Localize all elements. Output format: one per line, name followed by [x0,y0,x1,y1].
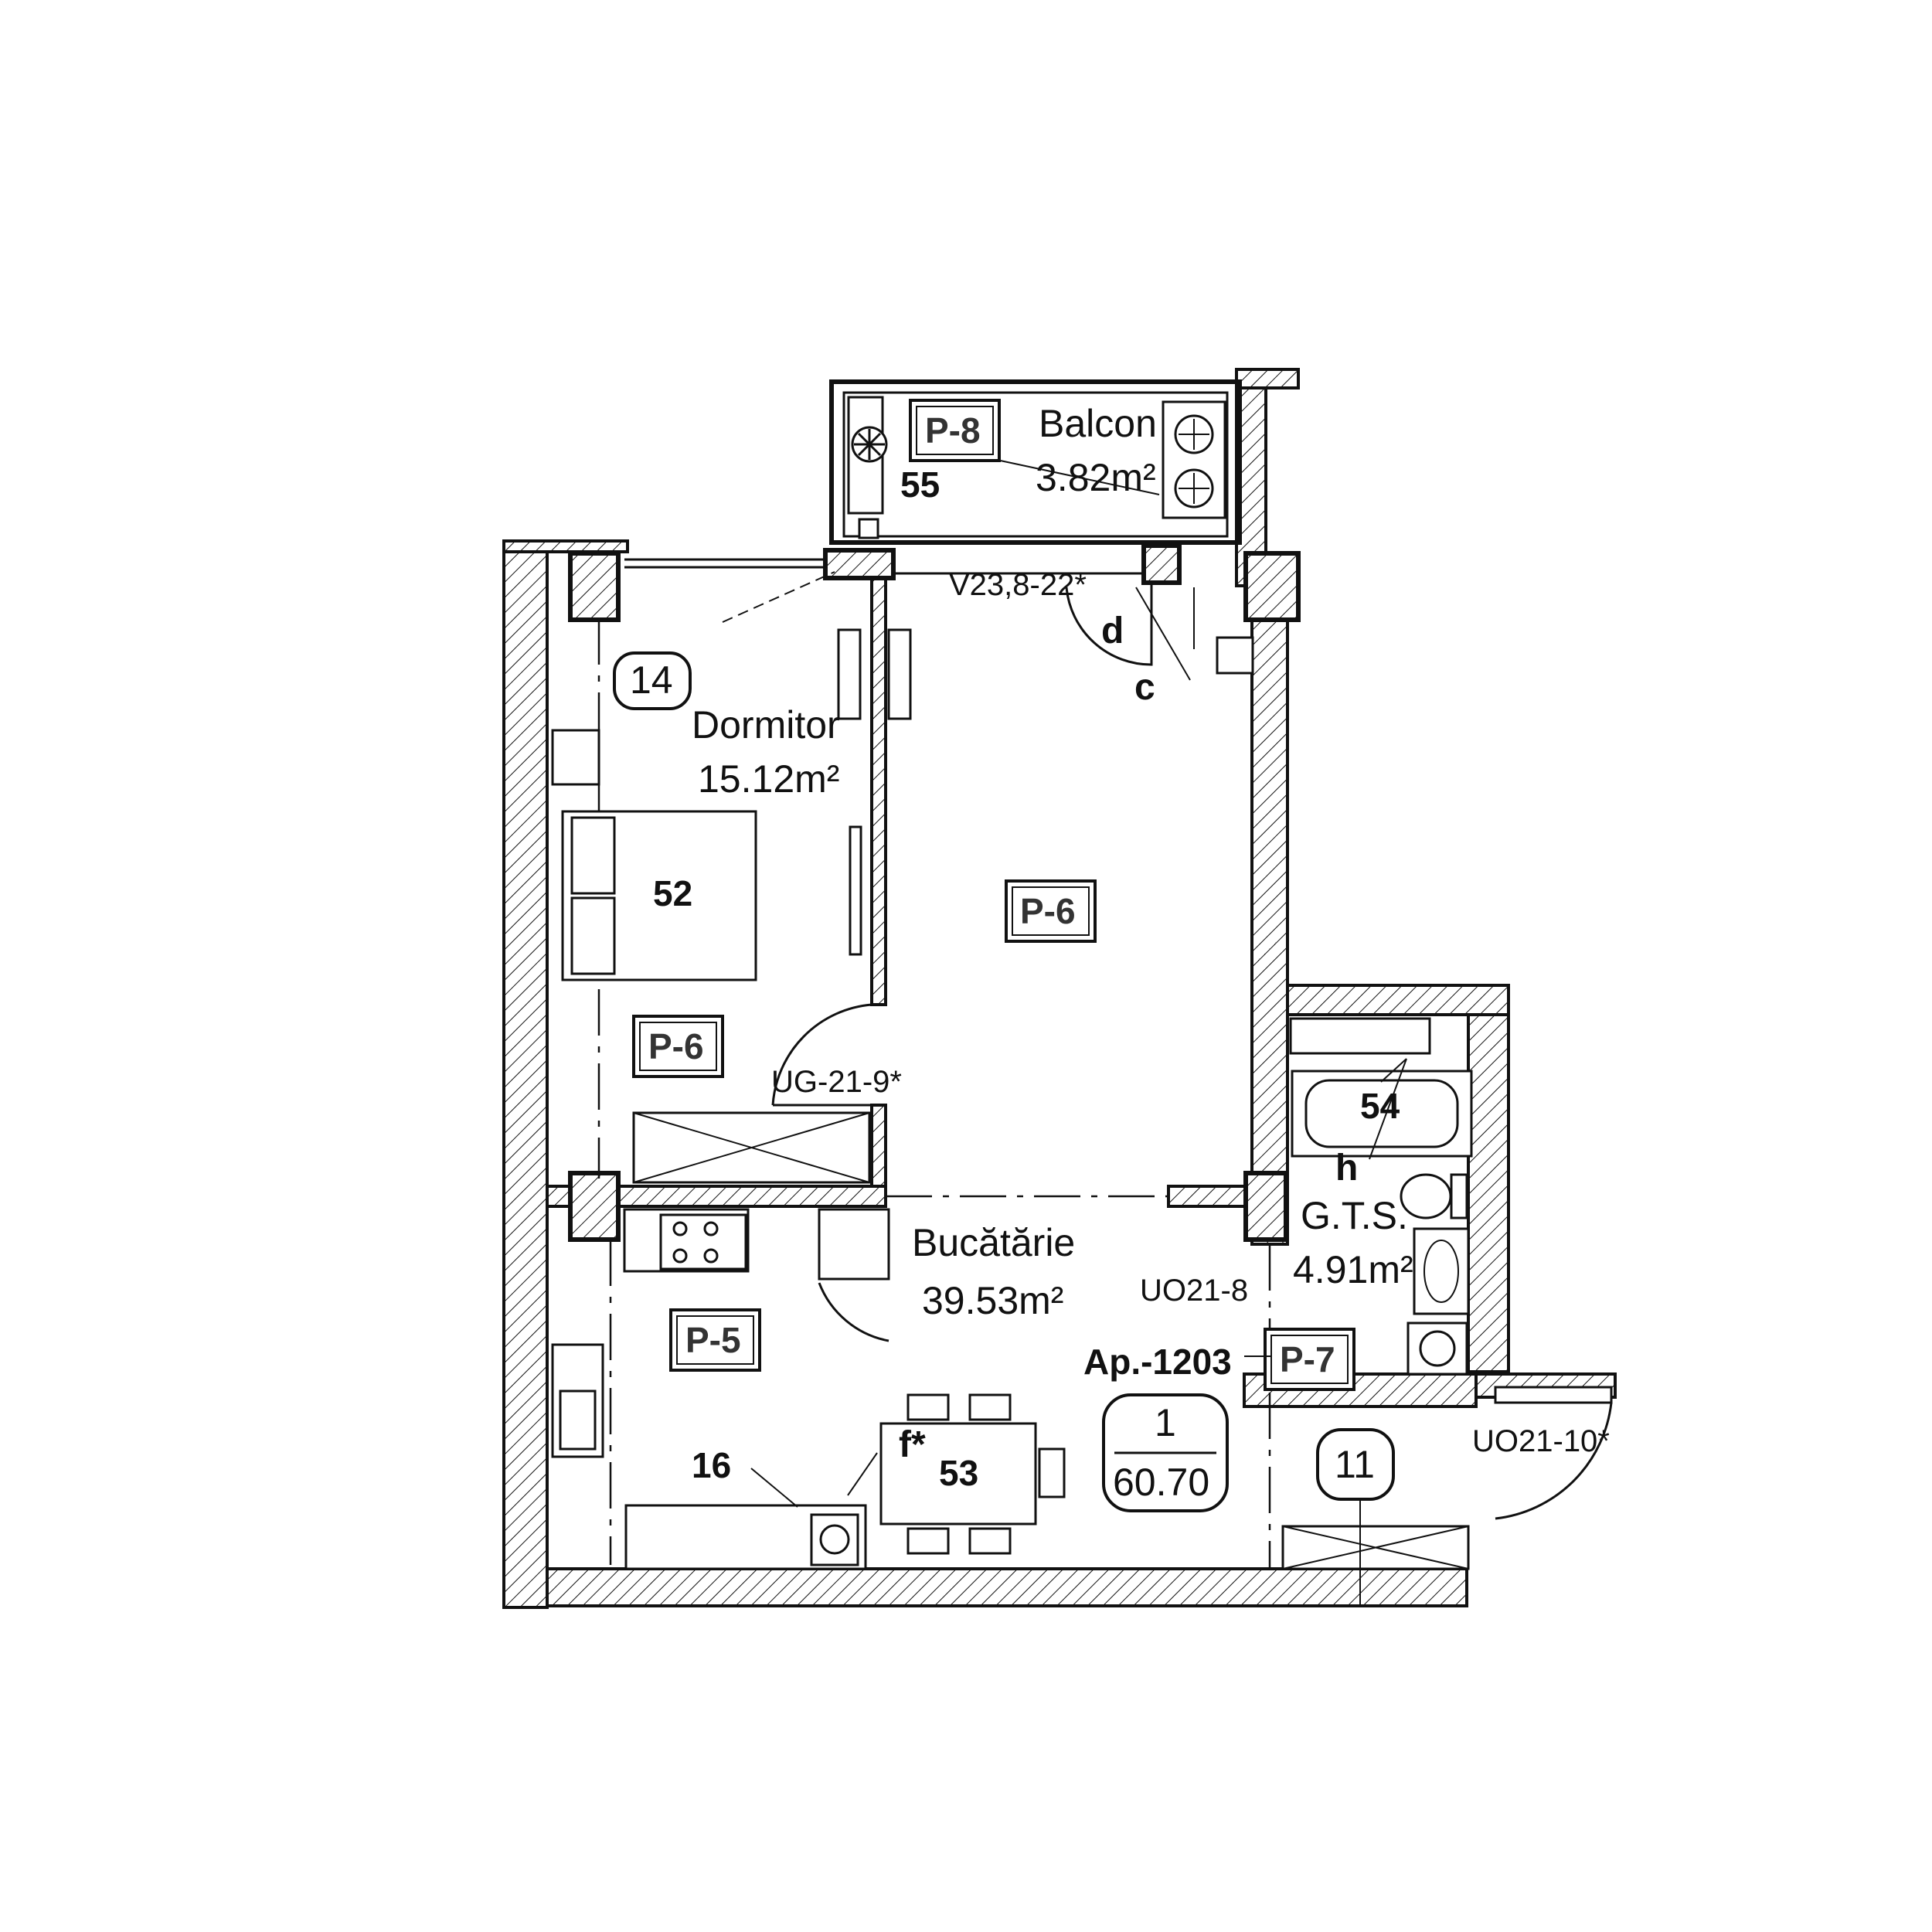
apartment-label: Ap.-1203 [1083,1342,1232,1382]
balcony [829,379,1242,545]
kitchen-furniture [551,1208,1066,1570]
wall-top-bath [1286,984,1510,1016]
column-top-right [1243,551,1301,622]
bathroom-fixtures [1289,1017,1473,1376]
room-name-dormitor: Dormitor [692,703,840,747]
number-55: 55 [900,464,940,505]
walls [502,368,1617,1609]
door-swing-entry [1495,1402,1613,1520]
door-ref-uo21-8: UO21-8 [1140,1274,1248,1308]
room-name-gts: G.T.S. [1301,1194,1408,1237]
balcony-inner [842,391,1229,538]
wall-bedroom-right [870,570,887,1006]
bath-shelf [1289,1017,1431,1055]
wall-top-left [502,539,629,553]
letter-c: c [1134,667,1155,708]
circle-14-label: 14 [630,658,673,702]
door-swing-balcony [1065,583,1153,666]
room-name-balcon: Balcon [1039,402,1157,445]
room-area-dormitor: 15.12m² [698,757,839,801]
tag-p8-box [909,399,1001,462]
balcony-frame [829,379,1242,545]
labels: Balcon 3.82m² Dormitor 15.12m² Bucătărie… [630,402,1610,1504]
stove [659,1213,747,1270]
window-top [624,558,1144,623]
number-53: 53 [939,1453,978,1493]
number-54: 54 [1360,1086,1400,1126]
washer [810,1513,859,1566]
circle-11-label: 11 [1335,1443,1375,1486]
room-name-bucatarie: Bucătărie [912,1221,1075,1264]
summary-top: 1 [1155,1401,1176,1444]
letter-h: h [1335,1148,1358,1189]
wall-bedroom-right-lower [870,1104,887,1192]
dining-table [879,1422,1037,1526]
tag-p6-bedroom-box [632,1015,724,1078]
toilet [1400,1173,1452,1219]
letter-d: d [1101,611,1124,651]
tv-stand [849,825,862,956]
wall-stub-right [1167,1185,1253,1208]
sink-basin [559,1389,597,1451]
door-swing-bedroom [771,1003,872,1106]
fridge [818,1208,890,1281]
wall-right-bath [1467,984,1510,1373]
tag-p7-box [1264,1328,1355,1391]
tag-boxes [613,399,1395,1512]
bedroom-furniture [551,628,912,1184]
tag-p5-box [669,1308,761,1372]
snowflake-lines [854,429,885,460]
door-ref-v23: V23,8-22* [949,568,1087,602]
room-area-balcon: 3.82m² [1036,456,1156,499]
radiator-a [837,628,862,720]
tag-p6-living-box [1005,879,1097,943]
number-52: 52 [653,873,692,913]
pillow-bottom [570,896,616,975]
pillow-top [570,816,616,895]
wall-left [502,539,549,1609]
column-top-mid [823,548,896,580]
column-mid-right [1243,1171,1288,1242]
wall-right-living [1250,563,1289,1246]
tag-p7: P-7 [1280,1339,1335,1379]
tag-p6-living: P-6 [1020,891,1076,931]
switch-box [1216,636,1254,675]
entry-door [1281,1386,1613,1606]
radiator-b [887,628,912,720]
tag-p6-bedroom: P-6 [648,1026,704,1066]
summary-bottom: 60.70 [1113,1461,1209,1504]
nightstand [551,729,600,786]
tag-p8: P-8 [925,410,981,451]
tag-p5: P-5 [685,1320,741,1360]
room-area-bucatarie: 39.53m² [922,1279,1063,1322]
drain-icon [858,518,879,539]
wall-bottom [546,1567,1468,1607]
door-swing-kitchen [818,1282,889,1342]
column-balcony-right [1141,543,1182,585]
column-top-left [568,551,621,622]
door-ref-ug21: UG-21-9* [771,1065,902,1099]
circle-14-box [613,651,692,710]
column-mid-left [568,1171,621,1242]
columns [568,543,1301,1242]
room-area-gts: 4.91m² [1293,1248,1413,1291]
letter-f: f* [899,1424,926,1465]
number-16: 16 [692,1445,731,1485]
door-ref-uo21-10: UO21-10* [1472,1424,1610,1458]
wall-balcony-top-right [1235,368,1300,389]
circle-11-box [1316,1428,1395,1501]
